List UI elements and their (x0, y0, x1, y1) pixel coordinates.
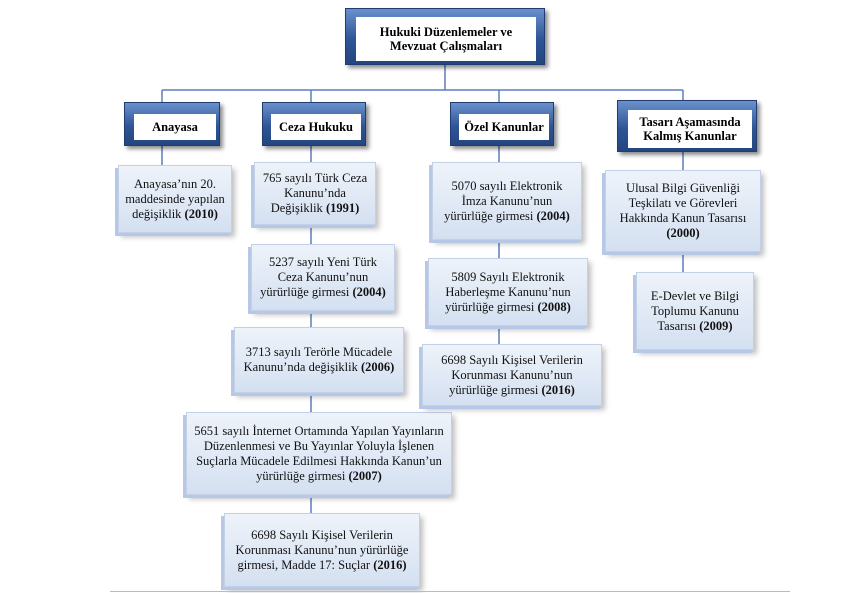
ceza-item-4: 5651 sayılı İnternet Ortamında Yapılan Y… (186, 412, 452, 495)
item-text: 5237 sayılı Yeni Türk Ceza Kanunu’nun yü… (260, 255, 378, 299)
category-anayasa-label: Anayasa (134, 114, 216, 140)
item-year: (2010) (184, 206, 218, 221)
root-title-line1: Hukuki Düzenlemeler ve (379, 24, 513, 39)
item-year: (1991) (325, 201, 360, 215)
root-title-line2: Mevzuat Çalışmaları (389, 39, 503, 53)
item-text: 5070 sayılı Elektronik İmza Kanunu’nun y… (444, 178, 563, 223)
category-ozel-kanunlar-label: Özel Kanunlar (459, 114, 549, 140)
item-year: (2007) (348, 468, 382, 483)
bottom-divider (110, 591, 790, 592)
item-year: (2004) (536, 208, 570, 223)
ozel-item-3: 6698 Sayılı Kişisel Verilerin Korunması … (422, 344, 602, 406)
item-text: 6698 Sayılı Kişisel Verilerin Korunması … (441, 352, 583, 397)
category-tasari-label: Tasarı Aşamasında Kalmış Kanunlar (628, 110, 752, 148)
item-year: (2009) (699, 318, 733, 333)
ceza-item-5: 6698 Sayılı Kişisel Verilerin Korunması … (224, 513, 420, 587)
category-tasari: Tasarı Aşamasında Kalmış Kanunlar (617, 100, 757, 152)
ceza-item-3: 3713 sayılı Terörle Mücadele Kanunu’nda … (234, 327, 404, 393)
item-text: 5651 sayılı İnternet Ortamında Yapılan Y… (194, 423, 444, 483)
item-year: (2004) (352, 285, 386, 299)
item-text: Ulusal Bilgi Güvenliği Teşkilatı ve Göre… (619, 181, 747, 225)
category-ceza-hukuku-label: Ceza Hukuku (271, 114, 361, 140)
category-ozel-kanunlar: Özel Kanunlar (450, 102, 554, 146)
ceza-item-1: 765 sayılı Türk Ceza Kanunu’nda Değişikl… (254, 162, 376, 225)
item-year: (2000) (666, 226, 700, 240)
tasari-item-2: E-Devlet ve Bilgi Toplumu Kanunu Tasarıs… (636, 272, 754, 350)
item-text: 6698 Sayılı Kişisel Verilerin Korunması … (235, 527, 409, 572)
tasari-item-1: Ulusal Bilgi Güvenliği Teşkilatı ve Göre… (605, 170, 761, 252)
item-text: Anayasa’nın 20. maddesinde yapılan değiş… (125, 176, 225, 221)
root-node: Hukuki Düzenlemeler ve Mevzuat Çalışmala… (345, 8, 545, 65)
category-ceza-hukuku: Ceza Hukuku (262, 102, 366, 146)
item-text: 765 sayılı Türk Ceza Kanunu’nda Değişikl… (262, 171, 368, 215)
ceza-item-2: 5237 sayılı Yeni Türk Ceza Kanunu’nun yü… (251, 244, 395, 311)
item-year: (2016) (373, 557, 407, 572)
item-year: (2008) (537, 299, 571, 314)
item-text: 3713 sayılı Terörle Mücadele Kanunu’nda … (243, 345, 393, 374)
ozel-item-1: 5070 sayılı Elektronik İmza Kanunu’nun y… (432, 162, 582, 240)
root-node-label: Hukuki Düzenlemeler ve Mevzuat Çalışmala… (356, 17, 536, 61)
item-year: (2016) (541, 382, 575, 397)
item-text: E-Devlet ve Bilgi Toplumu Kanunu Tasarıs… (650, 288, 740, 333)
item-text: 5809 Sayılı Elektronik Haberleşme Kanunu… (445, 269, 571, 314)
ozel-item-2: 5809 Sayılı Elektronik Haberleşme Kanunu… (428, 258, 588, 326)
category-anayasa: Anayasa (124, 102, 220, 146)
item-year: (2006) (361, 360, 395, 374)
anayasa-item-1: Anayasa’nın 20. maddesinde yapılan değiş… (118, 165, 232, 233)
